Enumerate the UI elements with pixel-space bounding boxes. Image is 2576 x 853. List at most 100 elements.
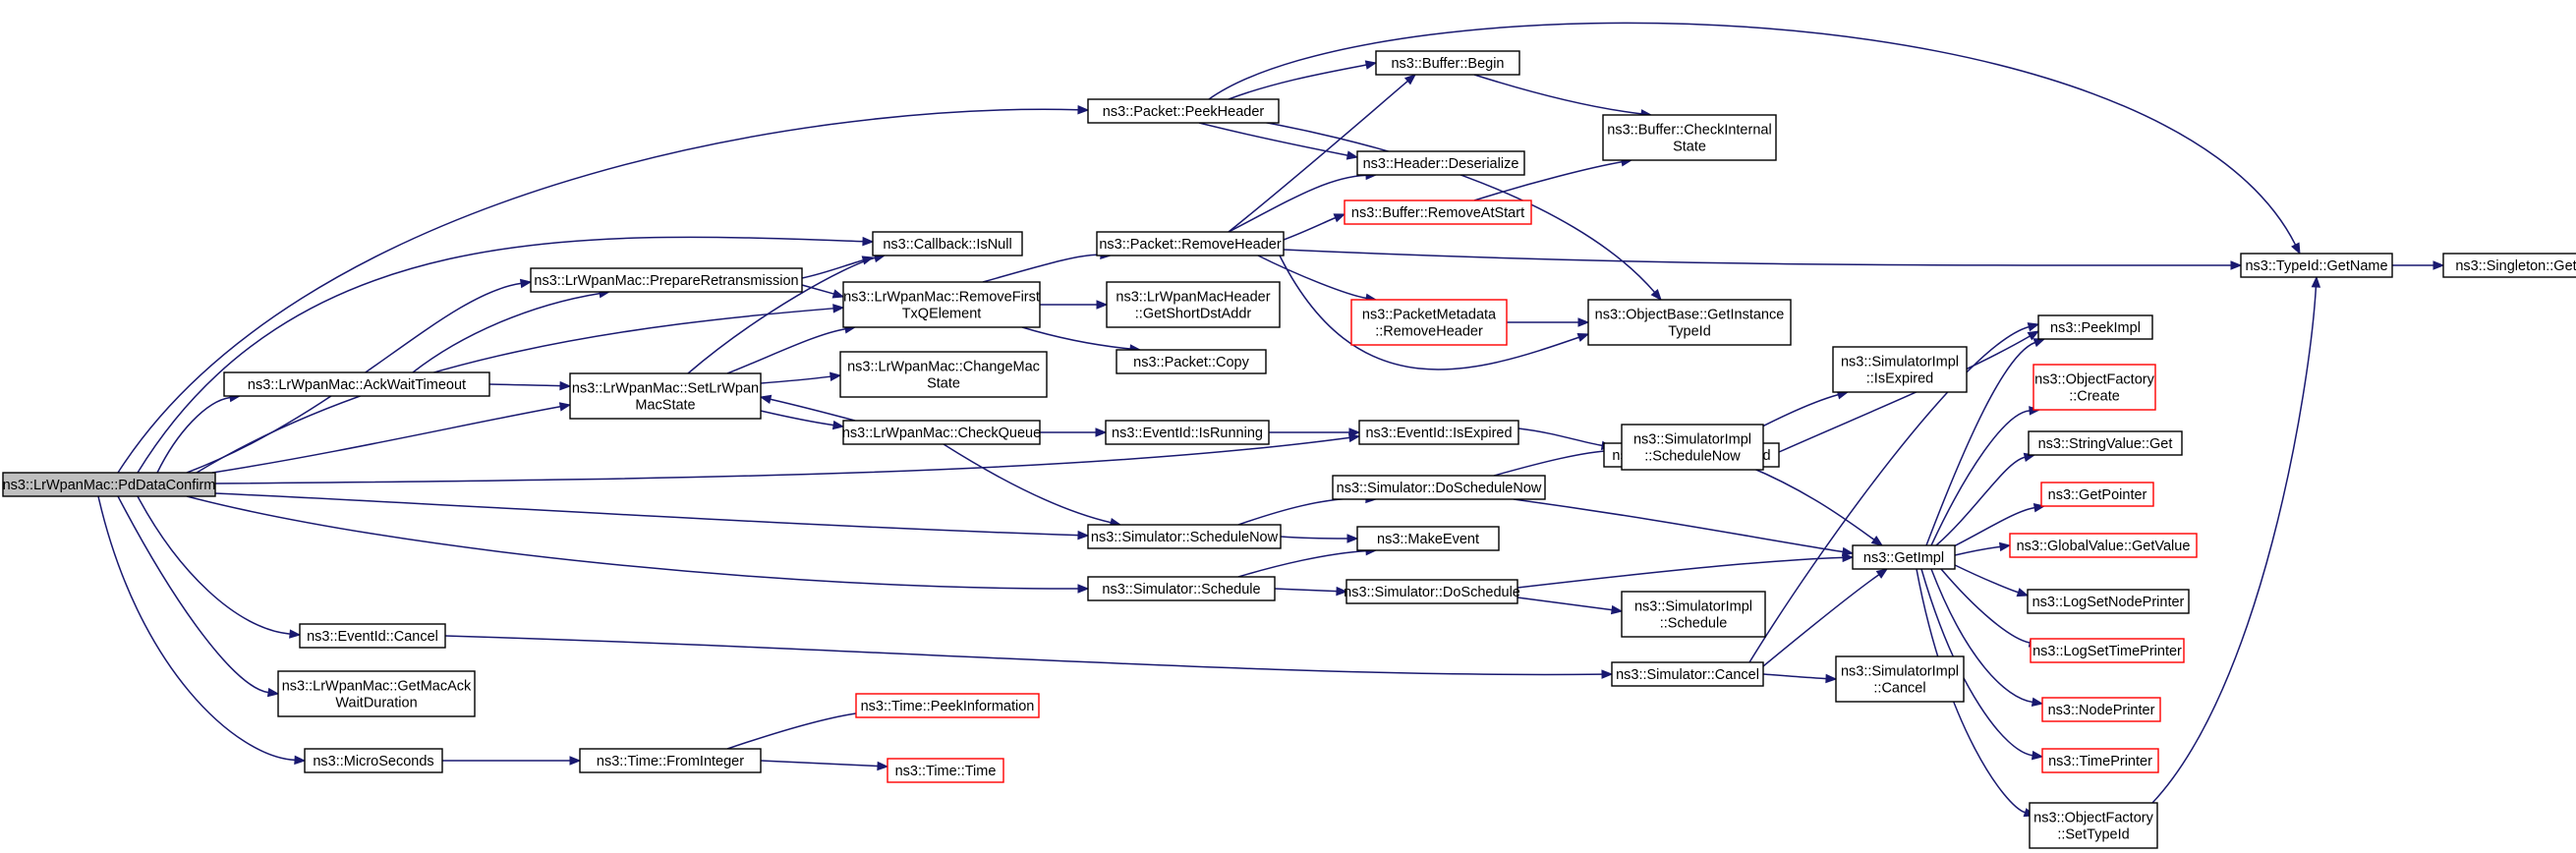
node-box: [887, 758, 1004, 783]
node-box: [304, 748, 443, 773]
edge-simulator-do-schedule-now-to-simulator-impl-schedule-now: [1493, 445, 1624, 477]
node-string-value-get[interactable]: ns3::StringValue::Get: [2028, 430, 2183, 456]
node-label: ns3::LrWpanMac::GetMacAck: [282, 679, 472, 695]
node-object-factory-set-type-id[interactable]: ns3::ObjectFactory::SetTypeId: [2029, 802, 2158, 849]
edge-root-to-callback-is-null: [137, 236, 875, 474]
node-box: [1358, 420, 1519, 445]
node-label: ns3::Callback::IsNull: [883, 237, 1011, 253]
edge-buffer-begin-to-buffer-check-internal: [1473, 74, 1653, 119]
edge-packet-remove-header-to-type-id-get-name: [1283, 249, 2243, 270]
node-node-printer[interactable]: ns3::NodePrinter: [2041, 697, 2161, 722]
edge-remove-first-tx-qelement-to-packet-copy: [1021, 326, 1142, 354]
node-simulator-impl-schedule-now[interactable]: ns3::SimulatorImpl::ScheduleNow: [1621, 424, 1764, 471]
arrowhead-icon: [1095, 427, 1108, 437]
node-header-deserialize[interactable]: ns3::Header::Deserialize: [1356, 150, 1525, 176]
node-label: ns3::LrWpanMac::CheckQueue: [842, 426, 1041, 441]
node-root[interactable]: ns3::LrWpanMac::PdDataConfirm: [2, 472, 216, 497]
node-singleton-get[interactable]: ns3::Singleton::Get: [2442, 253, 2576, 278]
node-packet-remove-header[interactable]: ns3::Packet::RemoveHeader: [1096, 231, 1285, 256]
node-label: ns3::LrWpanMac::PrepareRetransmission: [534, 273, 798, 289]
edge-set-lr-wpan-mac-state-to-change-mac-state: [760, 371, 842, 384]
node-object-factory-create[interactable]: ns3::ObjectFactory::Create: [2032, 364, 2156, 411]
node-simulator-schedule[interactable]: ns3::Simulator::Schedule: [1087, 576, 1276, 601]
node-peek-header[interactable]: ns3::Packet::PeekHeader: [1087, 98, 1280, 124]
node-simulator-schedule-now[interactable]: ns3::Simulator::ScheduleNow: [1087, 524, 1282, 549]
node-type-id-get-name[interactable]: ns3::TypeId::GetName: [2240, 253, 2393, 278]
node-label: ns3::EventId::IsExpired: [1365, 426, 1512, 441]
node-label: ns3::Header::Deserialize: [1363, 156, 1519, 172]
node-time-time[interactable]: ns3::Time::Time: [887, 758, 1004, 783]
edge-get-impl-to-log-set-node-printer: [1954, 564, 2030, 597]
node-callback-is-null[interactable]: ns3::Callback::IsNull: [872, 231, 1023, 256]
arrowhead-icon: [2032, 338, 2046, 348]
node-box: [1621, 424, 1764, 471]
arrowhead-icon: [877, 761, 889, 771]
node-buffer-remove-at-start[interactable]: ns3::Buffer::RemoveAtStart: [1344, 199, 1532, 225]
node-get-impl[interactable]: ns3::GetImpl: [1852, 544, 1956, 570]
node-peek-impl[interactable]: ns3::PeekImpl: [2037, 314, 2153, 340]
node-packet-metadata-remove-header[interactable]: ns3::PacketMetadata::RemoveHeader: [1350, 299, 1508, 346]
edge-simulator-cancel-to-get-impl: [1762, 568, 1889, 667]
node-label: ::GetShortDstAddr: [1135, 307, 1252, 322]
node-box: [2029, 802, 2158, 849]
arrowhead-icon: [1077, 530, 1090, 540]
node-box: [1832, 346, 1968, 393]
node-get-pointer[interactable]: ns3::GetPointer: [2040, 482, 2154, 507]
node-event-id-cancel[interactable]: ns3::EventId::Cancel: [299, 623, 446, 649]
node-log-set-node-printer[interactable]: ns3::LogSetNodePrinter: [2027, 589, 2190, 614]
node-simulator-cancel[interactable]: ns3::Simulator::Cancel: [1611, 661, 1764, 687]
edge-check-queue-to-simulator-schedule-now: [943, 443, 1122, 528]
edge-simulator-do-schedule-to-simulator-impl-schedule: [1517, 597, 1624, 615]
node-box: [1116, 349, 1267, 374]
node-simulator-impl-cancel[interactable]: ns3::SimulatorImpl::Cancel: [1835, 655, 1965, 703]
edge-peek-header-to-type-id-get-name: [1208, 22, 2301, 256]
node-buffer-begin[interactable]: ns3::Buffer::Begin: [1375, 50, 1520, 76]
node-micro-seconds[interactable]: ns3::MicroSeconds: [304, 748, 443, 773]
node-make-event[interactable]: ns3::MakeEvent: [1356, 526, 1500, 551]
node-label: ns3::SimulatorImpl: [1634, 599, 1752, 615]
edge-packet-remove-header-to-buffer-remove-at-start: [1283, 213, 1346, 241]
node-simulator-impl-is-expired[interactable]: ns3::SimulatorImpl::IsExpired: [1832, 346, 1968, 393]
node-simulator-do-schedule[interactable]: ns3::Simulator::DoSchedule: [1344, 579, 1520, 604]
edge-type-id-get-name-to-singleton-get: [2392, 260, 2445, 270]
node-label: ::Cancel: [1873, 681, 1925, 697]
arrowhead-icon: [1077, 584, 1090, 594]
node-packet-copy[interactable]: ns3::Packet::Copy: [1116, 349, 1267, 374]
edge-ack-wait-timeout-to-set-lr-wpan-mac-state: [488, 380, 572, 391]
node-global-value-get-value[interactable]: ns3::GlobalValue::GetValue: [2009, 533, 2198, 558]
arrowhead-icon: [2016, 588, 2030, 597]
node-box: [1356, 526, 1500, 551]
node-log-set-time-printer[interactable]: ns3::LogSetTimePrinter: [2030, 638, 2185, 663]
node-time-printer[interactable]: ns3::TimePrinter: [2041, 748, 2159, 773]
node-time-peek-information[interactable]: ns3::Time::PeekInformation: [855, 693, 1040, 718]
node-box: [1835, 655, 1965, 703]
node-time-from-integer[interactable]: ns3::Time::FromInteger: [579, 748, 762, 773]
node-simulator-impl-schedule[interactable]: ns3::SimulatorImpl::Schedule: [1621, 591, 1766, 638]
arrowhead-icon: [2031, 697, 2044, 708]
node-label: ns3::SimulatorImpl: [1633, 432, 1751, 448]
edge-get-impl-to-object-factory-create: [1930, 406, 2041, 546]
node-box: [569, 372, 762, 420]
node-prepare-retransmission[interactable]: ns3::LrWpanMac::PrepareRetransmission: [530, 267, 803, 293]
node-box: [2028, 430, 2183, 456]
edge-root-to-peek-header: [117, 104, 1090, 474]
node-box: [1356, 150, 1525, 176]
node-event-id-is-expired[interactable]: ns3::EventId::IsExpired: [1358, 420, 1519, 445]
node-simulator-do-schedule-now[interactable]: ns3::Simulator::DoScheduleNow: [1332, 475, 1546, 500]
node-label: ns3::PeekImpl: [2050, 320, 2141, 336]
node-check-queue[interactable]: ns3::LrWpanMac::CheckQueue: [842, 420, 1041, 445]
node-ack-wait-timeout[interactable]: ns3::LrWpanMac::AckWaitTimeout: [223, 371, 490, 397]
node-get-short-dst-addr[interactable]: ns3::LrWpanMacHeader::GetShortDstAddr: [1106, 281, 1281, 328]
arrowhead-icon: [2433, 260, 2445, 270]
node-box: [2032, 364, 2156, 411]
edge-time-from-integer-to-time-time: [760, 760, 889, 771]
node-event-id-is-running[interactable]: ns3::EventId::IsRunning: [1105, 420, 1270, 445]
node-label: ns3::LogSetNodePrinter: [2032, 595, 2185, 610]
node-label: TypeId: [1668, 324, 1711, 340]
